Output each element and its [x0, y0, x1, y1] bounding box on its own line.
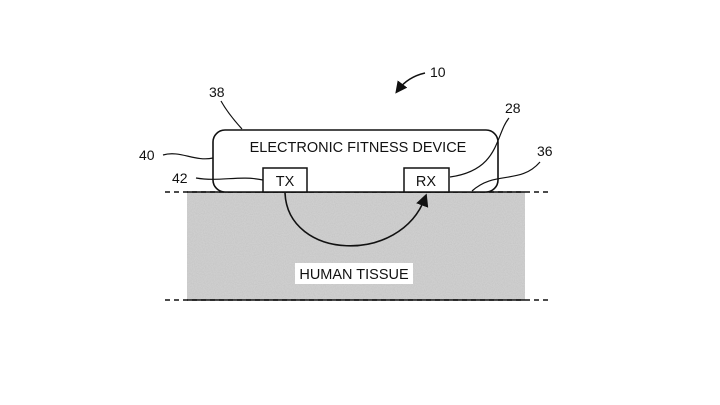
ref-10: 10 — [430, 64, 446, 80]
ref-38-leader — [220, 100, 243, 130]
rx-label: RX — [416, 174, 436, 190]
rx-box — [403, 167, 450, 193]
ref-28-leader — [449, 117, 510, 178]
ref-40-leader — [162, 153, 214, 160]
device-label: ELECTRONIC FITNESS DEVICE — [250, 140, 467, 156]
ref-36: 36 — [537, 143, 553, 159]
ref-36-leader — [471, 161, 541, 192]
ref-38: 38 — [209, 84, 225, 100]
tx-label: TX — [276, 174, 295, 190]
ref-42-leader — [195, 177, 264, 181]
ref-42: 42 — [172, 170, 188, 186]
signal-path-arrow — [284, 192, 429, 247]
system-ref-arrow — [395, 72, 426, 94]
human-tissue-label: HUMAN TISSUE — [299, 267, 409, 283]
ref-28: 28 — [505, 100, 521, 116]
tx-box — [262, 167, 308, 193]
ref-40: 40 — [139, 147, 155, 163]
